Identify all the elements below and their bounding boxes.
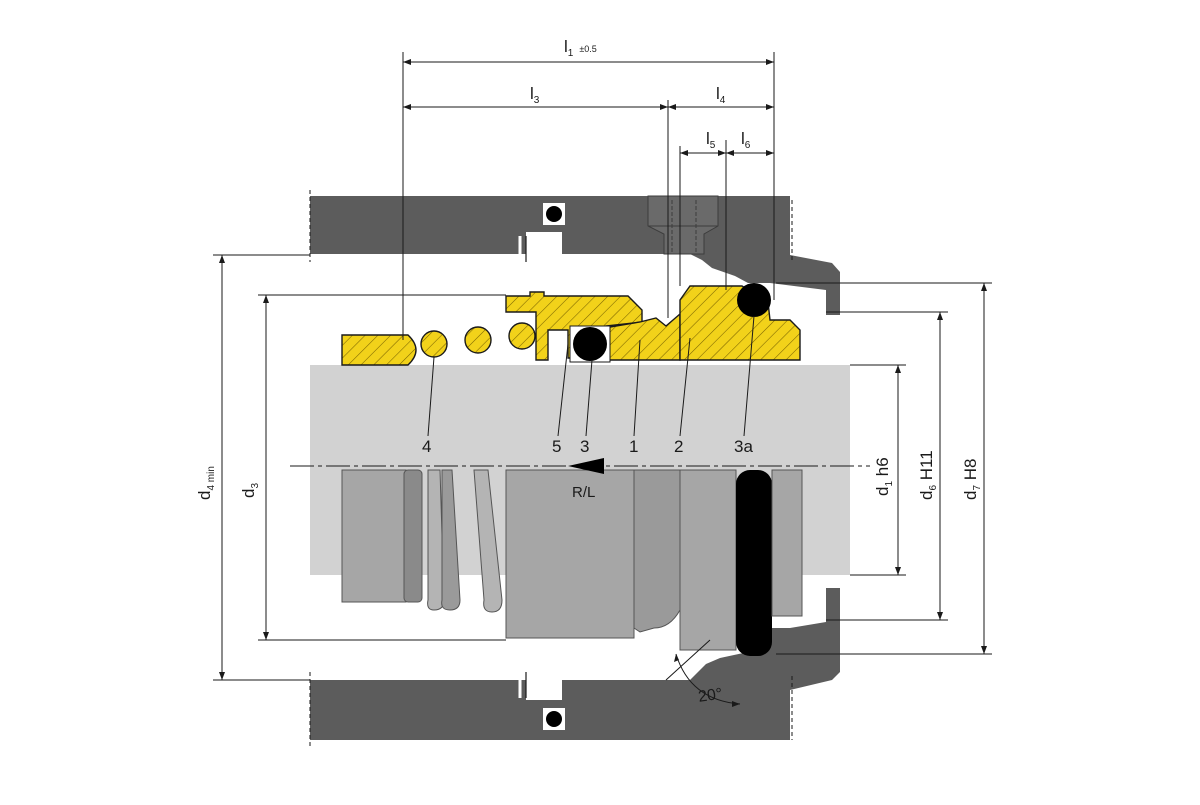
dimension-arrows	[219, 59, 987, 707]
spring-view-2	[441, 469, 461, 611]
labels: l1±0.5 l3 l4 l5 l6 d4 min d3 d1 h6 d6 H1…	[195, 37, 983, 706]
oring-3a-view	[736, 470, 772, 656]
driver-ring-view	[505, 469, 635, 639]
part-label-1: 1	[629, 437, 638, 456]
housing-bottom	[310, 588, 840, 740]
part-label-2: 2	[674, 437, 683, 456]
dim-d3-label: d3	[239, 483, 261, 498]
rotation-label: R/L	[572, 484, 595, 501]
oring-3	[573, 327, 607, 361]
stationary-seat-section	[679, 285, 801, 361]
dim-l5-label: l5	[706, 129, 716, 151]
dim-l3-label: l3	[530, 84, 540, 106]
part-label-3a: 3a	[734, 437, 753, 456]
dim-d4-label: d4 min	[195, 466, 217, 500]
dim-l1-label: l1±0.5	[564, 37, 597, 59]
spring-coil-3	[508, 322, 536, 350]
housing	[310, 195, 840, 740]
part-label-4: 4	[422, 437, 431, 456]
housing-oring-bottom	[546, 711, 562, 727]
housing-port	[647, 195, 719, 255]
housing-oring-top	[546, 206, 562, 222]
spring-view-3	[473, 469, 503, 613]
spring-retainer-section	[341, 334, 417, 366]
spring-retainer-view	[341, 469, 407, 603]
part-label-5: 5	[552, 437, 561, 456]
dim-l6-label: l6	[741, 129, 751, 151]
spring-coil-1	[420, 330, 448, 358]
rotation-arrow	[568, 458, 604, 474]
part-label-3: 3	[580, 437, 589, 456]
rotating-ring-section	[603, 312, 681, 361]
dim-l4-label: l4	[716, 84, 726, 106]
dim-d6-label: d6 H11	[917, 450, 939, 500]
spring-coil-2	[464, 326, 492, 354]
angle-label: 20°	[697, 686, 723, 706]
stationary-seat-view	[679, 469, 737, 651]
seal-upper-section	[341, 283, 801, 366]
dim-d1-label: d1 h6	[873, 457, 895, 496]
seat-flange-view	[771, 469, 803, 617]
dim-d7-label: d7 H8	[961, 459, 983, 501]
dimension-lines	[213, 52, 992, 705]
seal-lower-view	[341, 469, 803, 656]
housing-ring-right	[826, 588, 840, 618]
oring-3a	[737, 283, 771, 317]
rotating-ring-view	[633, 469, 681, 633]
